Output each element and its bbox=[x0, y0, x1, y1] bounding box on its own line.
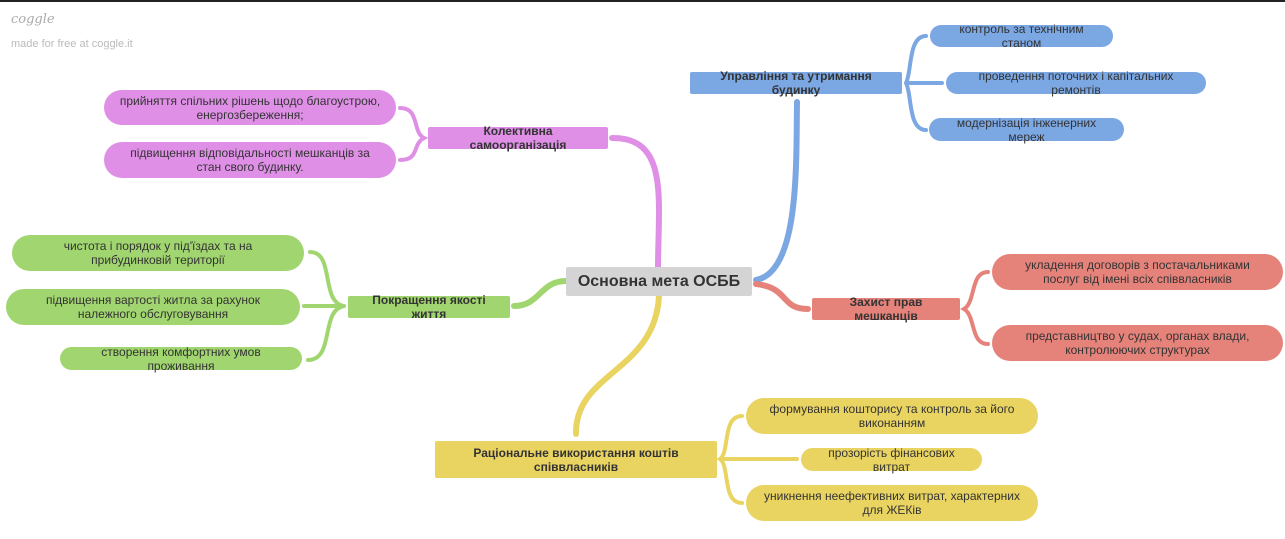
brace-rights bbox=[960, 270, 990, 346]
leaf-finance-3[interactable]: уникнення неефективних витрат, характерн… bbox=[746, 485, 1038, 521]
leaf-management-2[interactable]: проведення поточних і капітальних ремонт… bbox=[946, 69, 1206, 97]
connector-rights bbox=[753, 281, 811, 312]
branch-collective[interactable]: Колективна самоорганізація bbox=[428, 124, 608, 152]
connector-management bbox=[753, 99, 800, 283]
leaf-quality-1[interactable]: чистота і порядок у під'їздах та на приб… bbox=[12, 235, 304, 271]
leaf-rights-2[interactable]: представництво у судах, органах влади, к… bbox=[992, 325, 1283, 361]
branch-rights[interactable]: Захист прав мешканців bbox=[812, 295, 960, 323]
branch-management[interactable]: Управління та утримання будинку bbox=[690, 69, 902, 97]
leaf-finance-1[interactable]: формування кошторису та контроль за його… bbox=[746, 398, 1038, 434]
leaf-management-3[interactable]: модернізація інженерних мереж bbox=[929, 116, 1124, 144]
brace-finance bbox=[716, 414, 799, 505]
connector-finance bbox=[572, 293, 662, 437]
leaf-finance-2[interactable]: прозорість фінансових витрат bbox=[801, 446, 982, 474]
brace-collective bbox=[398, 106, 429, 162]
coggle-credit-link[interactable]: made for free at coggle.it bbox=[11, 38, 133, 50]
central-topic[interactable]: Основна мета ОСББ bbox=[566, 267, 752, 296]
branch-finance[interactable]: Раціональне використання коштів співвлас… bbox=[435, 441, 717, 478]
leaf-quality-2[interactable]: підвищення вартості житла за рахунок нал… bbox=[6, 289, 300, 325]
leaf-rights-1[interactable]: укладення договорів з постачальниками по… bbox=[992, 254, 1283, 290]
coggle-logo: coggle bbox=[11, 12, 55, 27]
leaf-quality-3[interactable]: створення комфортних умов проживання bbox=[60, 345, 302, 373]
branch-quality[interactable]: Покращення якості життя bbox=[348, 293, 510, 321]
connector-collective bbox=[609, 134, 663, 271]
connector-quality bbox=[511, 278, 569, 309]
leaf-collective-2[interactable]: підвищення відповідальності мешканців за… bbox=[104, 142, 396, 178]
brace-quality bbox=[302, 250, 346, 362]
brace-management bbox=[903, 34, 944, 132]
leaf-collective-1[interactable]: прийняття спільних рішень щодо благоустр… bbox=[104, 90, 396, 125]
leaf-management-1[interactable]: контроль за технічним станом bbox=[930, 22, 1113, 50]
